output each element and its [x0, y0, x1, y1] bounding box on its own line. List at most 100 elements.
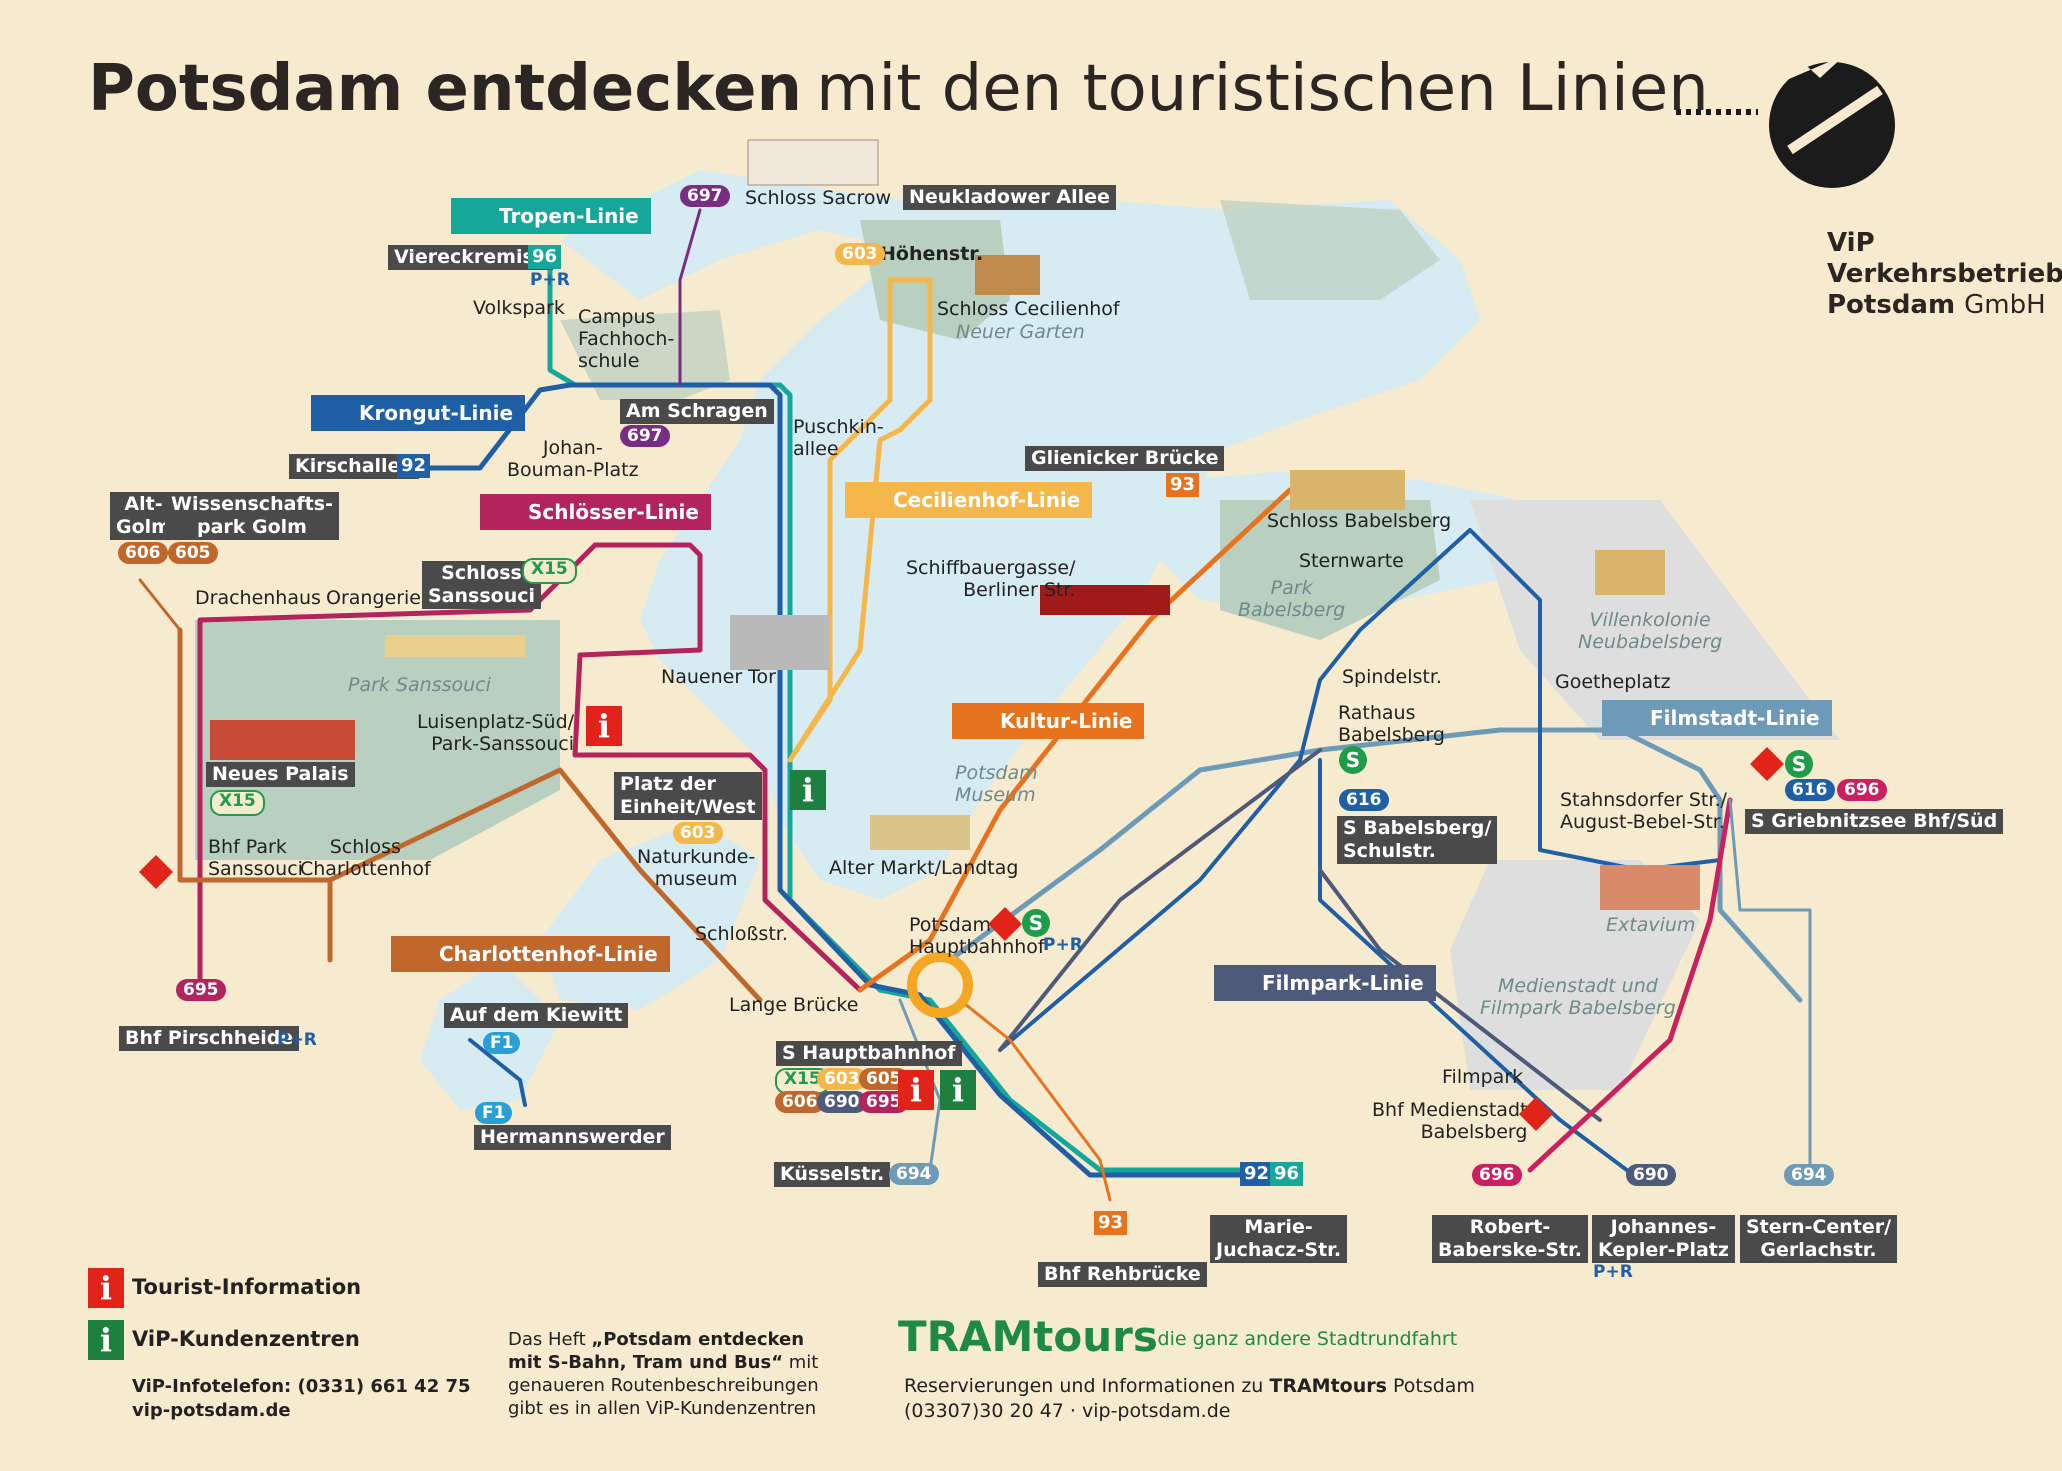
stop-puschkinallee[interactable]: Puschkin- allee — [793, 416, 884, 460]
stop-neues-palais[interactable]: Neues Palais — [206, 762, 355, 787]
cecilienhof-line-label[interactable]: Cecilienhof-Linie — [845, 482, 1093, 518]
stop-campus[interactable]: Campus Fachhoch- schule — [578, 306, 675, 372]
route-603-badge-einheit[interactable]: 603 — [673, 822, 723, 844]
stop-schloss-charlottenhof[interactable]: Schloss Charlottenhof — [300, 836, 431, 880]
stop-sternwarte[interactable]: Sternwarte — [1299, 550, 1404, 572]
stop-johannes-kepler[interactable]: Johannes- Kepler-Platz — [1592, 1215, 1735, 1263]
route-690-badge-kepler[interactable]: 690 — [1626, 1164, 1676, 1186]
stop-kuesselstr[interactable]: Küsselstr. — [774, 1162, 891, 1187]
stop-bhf-pirschheide[interactable]: Bhf Pirschheide — [119, 1026, 300, 1051]
stop-bhf-medienstadt[interactable]: Bhf Medienstadt Babelsberg — [1372, 1099, 1528, 1143]
route-616-badge-griebnitzsee[interactable]: 616 — [1785, 779, 1835, 801]
stop-alter-markt[interactable]: Alter Markt/Landtag — [829, 857, 1019, 879]
park-sanssouci: Park Sanssouci — [348, 674, 491, 696]
krongut-line-label[interactable]: Krongut-Linie — [311, 395, 526, 431]
stop-am-schragen[interactable]: Am Schragen — [620, 399, 774, 424]
stop-hoehenstr[interactable]: Höhenstr. — [880, 243, 984, 265]
stop-hermannswerder[interactable]: Hermannswerder — [474, 1125, 671, 1150]
stop-potsdam-hbf[interactable]: Potsdam Hauptbahnhof — [909, 914, 1045, 958]
legend-web[interactable]: vip-potsdam.de — [132, 1400, 291, 1421]
route-696 — [1527, 797, 1733, 1173]
stop-johan-bouman[interactable]: Johan- Bouman-Platz — [507, 437, 639, 481]
stop-rathaus-babelsberg[interactable]: Rathaus Babelsberg — [1338, 702, 1445, 746]
tropen-line-label[interactable]: Tropen-Linie — [451, 198, 651, 234]
stop-s-babelsberg[interactable]: S Babelsberg/ Schulstr. — [1337, 816, 1498, 864]
stop-nauener-tor[interactable]: Nauener Tor — [661, 666, 776, 688]
route-f1-badge-hermannswerder[interactable]: F1 — [475, 1102, 513, 1124]
stop-naturkundemuseum[interactable]: Naturkunde- museum — [637, 846, 756, 890]
route-697-badge[interactable]: 697 — [680, 185, 730, 207]
route-x15-badge-palais[interactable]: X15 — [210, 790, 265, 816]
stop-lange-bruecke[interactable]: Lange Brücke — [729, 994, 859, 1016]
route-697 — [678, 208, 702, 387]
route-616-badge-babelsberg[interactable]: 616 — [1339, 789, 1389, 811]
stop-marie-juchacz[interactable]: Marie- Juchacz-Str. — [1210, 1215, 1348, 1263]
route-93-badge-glienicker[interactable]: 93 — [1166, 473, 1200, 497]
stop-goetheplatz[interactable]: Goetheplatz — [1555, 671, 1671, 693]
park-neuer-garten: Neuer Garten — [956, 321, 1085, 343]
stop-wissenschaftspark[interactable]: Wissenschafts- park Golm — [165, 492, 339, 540]
stop-bhf-park-sanssouci[interactable]: Bhf Park Sanssouci — [208, 836, 303, 880]
filmpark-line-label[interactable]: Filmpark-Linie — [1214, 965, 1436, 1001]
stop-orangerie[interactable]: Orangerie — [326, 587, 421, 609]
company-line3-rest: GmbH — [1964, 290, 2046, 320]
route-92-badge-marie[interactable]: 92 — [1240, 1162, 1274, 1186]
stop-volkspark[interactable]: Volkspark — [473, 297, 565, 319]
stop-neukladower-allee[interactable]: Neukladower Allee — [903, 185, 1116, 210]
hbf-605[interactable]: 605 — [859, 1068, 909, 1090]
stop-filmpark[interactable]: Filmpark — [1442, 1066, 1524, 1088]
charlottenhof-route — [177, 627, 763, 1003]
tramtours-info: Reservierungen und Informationen zu TRAM… — [904, 1374, 1475, 1424]
route-696-badge-griebnitzsee[interactable]: 696 — [1837, 779, 1887, 801]
vip-center-icon-hbf[interactable]: i — [940, 1070, 976, 1110]
stop-robert-baberske[interactable]: Robert- Baberske-Str. — [1432, 1215, 1589, 1263]
charlottenhof-line-label[interactable]: Charlottenhof-Linie — [391, 936, 670, 972]
route-603-badge-hoehenstr[interactable]: 603 — [835, 243, 885, 265]
stop-schiffbauergasse[interactable]: Schiffbauergasse/ Berliner Str. — [906, 557, 1076, 601]
stop-spindelstr[interactable]: Spindelstr. — [1342, 666, 1442, 688]
route-694-badge-stern[interactable]: 694 — [1784, 1164, 1834, 1186]
stop-s-hauptbahnhof[interactable]: S Hauptbahnhof — [776, 1041, 962, 1066]
route-96-badge-marie[interactable]: 96 — [1270, 1162, 1304, 1186]
route-696-badge-robert[interactable]: 696 — [1472, 1164, 1522, 1186]
stop-schloss-cecilienhof[interactable]: Schloss Cecilienhof — [937, 298, 1120, 320]
route-92-badge[interactable]: 92 — [397, 454, 431, 478]
stop-drachenhaus[interactable]: Drachenhaus — [195, 587, 321, 609]
route-695-badge[interactable]: 695 — [176, 979, 226, 1001]
route-694-badge-kuesselstr[interactable]: 694 — [889, 1163, 939, 1185]
stop-s-griebnitzsee[interactable]: S Griebnitzsee Bhf/Süd — [1745, 809, 2004, 834]
tramtours-line2[interactable]: (03307)30 20 47 · vip-potsdam.de — [904, 1400, 1231, 1422]
stop-stern-center[interactable]: Stern-Center/ Gerlachstr. — [1740, 1215, 1898, 1263]
route-605-badge[interactable]: 605 — [168, 542, 218, 564]
tourist-info-icon-map[interactable]: i — [586, 706, 622, 746]
stop-glienicker-bruecke[interactable]: Glienicker Brücke — [1025, 446, 1225, 471]
stop-luisenplatz[interactable]: Luisenplatz-Süd/ Park-Sanssouci — [417, 711, 575, 755]
stop-platz-der-einheit[interactable]: Platz der Einheit/West — [614, 772, 762, 820]
stop-schloss-sacrow[interactable]: Schloss Sacrow — [745, 187, 891, 209]
stop-stahnsdorfer[interactable]: Stahnsdorfer Str./ August-Bebel-Str. — [1560, 789, 1727, 833]
stop-schlossstr[interactable]: Schloßstr. — [695, 923, 788, 945]
route-x15-badge-sanssouci[interactable]: X15 — [522, 558, 577, 584]
company-line3-bold: Potsdam — [1827, 290, 1956, 320]
booklet-line2b: mit — [783, 1352, 819, 1373]
hbf-695[interactable]: 695 — [859, 1091, 909, 1113]
schloesser-line-label[interactable]: Schlösser-Linie — [480, 494, 711, 530]
hbf-690[interactable]: 690 — [817, 1091, 867, 1113]
route-606-badge[interactable]: 606 — [118, 542, 168, 564]
route-93-badge-rehbruecke[interactable]: 93 — [1094, 1211, 1128, 1235]
hbf-606[interactable]: 606 — [775, 1091, 825, 1113]
route-697-badge-schragen[interactable]: 697 — [620, 425, 670, 447]
stop-auf-dem-kiewitt[interactable]: Auf dem Kiewitt — [444, 1003, 629, 1028]
stop-bhf-rehbruecke[interactable]: Bhf Rehbrücke — [1038, 1262, 1207, 1287]
stop-schloss-babelsberg[interactable]: Schloss Babelsberg — [1267, 510, 1452, 532]
filmstadt-line-label[interactable]: Filmstadt-Linie — [1602, 700, 1832, 736]
route-f1-badge-kiewitt[interactable]: F1 — [483, 1032, 521, 1054]
hbf-603[interactable]: 603 — [817, 1068, 867, 1090]
vip-center-icon-map[interactable]: i — [790, 770, 826, 810]
tourist-info-icon-hbf[interactable]: i — [898, 1070, 934, 1110]
stop-viereckremise[interactable]: Viereckremise — [388, 245, 553, 270]
kultur-line-label[interactable]: Kultur-Linie — [952, 703, 1145, 739]
stop-schloss-sanssouci[interactable]: Schloss Sanssouci — [422, 561, 542, 609]
route-96-badge[interactable]: 96 — [528, 245, 562, 269]
